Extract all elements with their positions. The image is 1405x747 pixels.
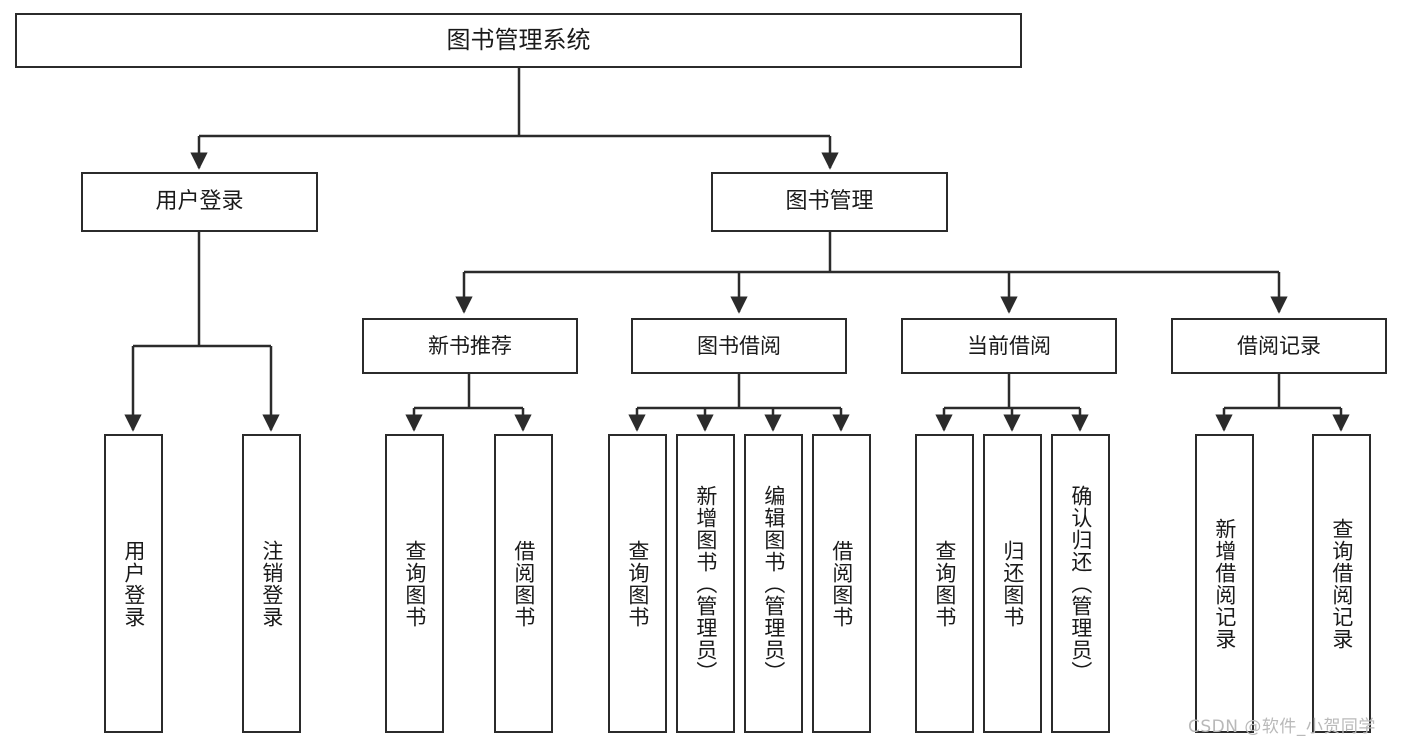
leaf-add-record[interactable]: 新增借阅记录 xyxy=(1195,434,1254,733)
node-borrow-record[interactable]: 借阅记录 xyxy=(1171,318,1387,374)
leaf-confirm-return[interactable]: 确认归还（管理员） xyxy=(1051,434,1110,733)
node-new-book-recommend[interactable]: 新书推荐 xyxy=(362,318,578,374)
leaf-return-book[interactable]: 归还图书 xyxy=(983,434,1042,733)
leaf-borrow-book-1[interactable]: 借阅图书 xyxy=(494,434,553,733)
node-book-borrow[interactable]: 图书借阅 xyxy=(631,318,847,374)
leaf-query-book-3[interactable]: 查询图书 xyxy=(915,434,974,733)
leaf-add-book[interactable]: 新增图书（管理员） xyxy=(676,434,735,733)
leaf-query-book-2[interactable]: 查询图书 xyxy=(608,434,667,733)
leaf-logout[interactable]: 注销登录 xyxy=(242,434,301,733)
leaf-query-record[interactable]: 查询借阅记录 xyxy=(1312,434,1371,733)
node-user-login[interactable]: 用户登录 xyxy=(81,172,318,232)
leaf-borrow-book-2[interactable]: 借阅图书 xyxy=(812,434,871,733)
node-root[interactable]: 图书管理系统 xyxy=(15,13,1022,68)
watermark: CSDN @软件_小贺同学 xyxy=(1188,717,1376,737)
leaf-query-book-1[interactable]: 查询图书 xyxy=(385,434,444,733)
node-book-manage[interactable]: 图书管理 xyxy=(711,172,948,232)
leaf-edit-book[interactable]: 编辑图书（管理员） xyxy=(744,434,803,733)
node-current-borrow[interactable]: 当前借阅 xyxy=(901,318,1117,374)
leaf-user-login[interactable]: 用户登录 xyxy=(104,434,163,733)
